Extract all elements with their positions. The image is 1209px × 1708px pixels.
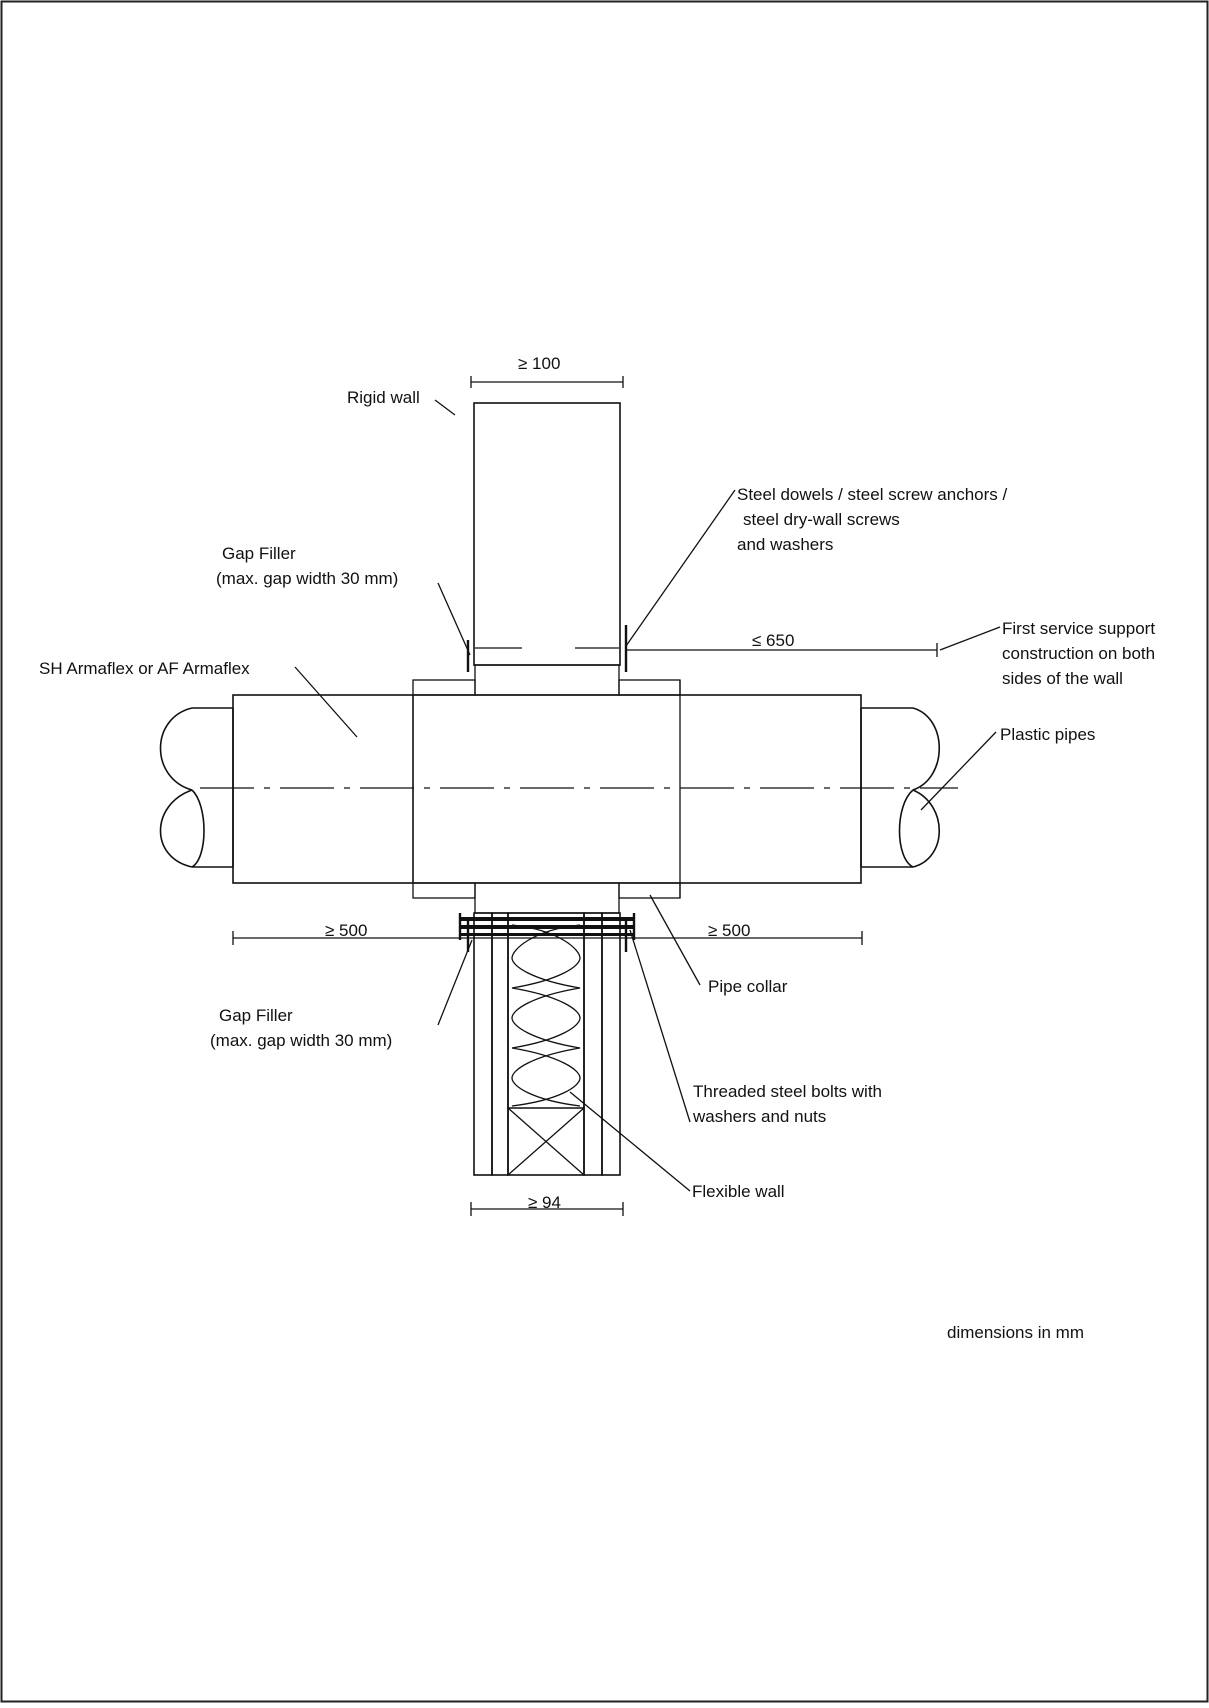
- dim-flexible-wall-text: ≥ 94: [528, 1193, 561, 1212]
- gap-filler-top: [474, 664, 620, 696]
- armaflex-insulation: [232, 680, 862, 898]
- dim-rigid-wall-text: ≥ 100: [518, 354, 560, 373]
- dim-insulation-right-text: ≥ 500: [708, 921, 750, 940]
- label-flexible-wall: Flexible wall: [692, 1182, 785, 1201]
- label-first-support-1: First service support: [1002, 619, 1155, 638]
- label-first-support-3: sides of the wall: [1002, 669, 1123, 688]
- pipe-collar-top: [412, 679, 681, 696]
- gap-filler-bottom: [474, 882, 620, 914]
- label-gap-filler-top-1: Gap Filler: [222, 544, 296, 563]
- label-armaflex: SH Armaflex or AF Armaflex: [39, 659, 250, 678]
- dim-insulation-left-text: ≥ 500: [325, 921, 367, 940]
- label-rigid-wall: Rigid wall: [347, 388, 420, 407]
- label-gap-filler-top-2: (max. gap width 30 mm): [216, 569, 398, 588]
- pipe-collar-bottom: [412, 882, 681, 899]
- label-plastic-pipes: Plastic pipes: [1000, 725, 1095, 744]
- dimension-flexible-wall: [470, 1202, 624, 1216]
- label-steel-dowels-1: Steel dowels / steel screw anchors /: [737, 485, 1008, 504]
- dimension-insulation-length: [232, 931, 863, 945]
- label-steel-dowels-2: steel dry-wall screws: [743, 510, 900, 529]
- label-steel-dowels-3: and washers: [737, 535, 833, 554]
- label-threaded-bolts-1: Threaded steel bolts with: [693, 1082, 882, 1101]
- rigid-wall: [473, 402, 621, 666]
- dimension-support-distance: [626, 643, 938, 657]
- label-first-support-2: construction on both: [1002, 644, 1155, 663]
- leader-lines: [294, 399, 1001, 1192]
- label-gap-filler-bottom-2: (max. gap width 30 mm): [210, 1031, 392, 1050]
- label-threaded-bolts-2: washers and nuts: [692, 1107, 826, 1126]
- label-gap-filler-bottom-1: Gap Filler: [219, 1006, 293, 1025]
- threaded-steel-bolts: [458, 913, 636, 940]
- label-units-note: dimensions in mm: [947, 1323, 1084, 1342]
- dimension-rigid-wall: [470, 376, 624, 388]
- steel-dowels: [466, 625, 628, 952]
- dim-support-text: ≤ 650: [752, 631, 794, 650]
- flexible-wall: [473, 912, 621, 1176]
- label-pipe-collar: Pipe collar: [708, 977, 788, 996]
